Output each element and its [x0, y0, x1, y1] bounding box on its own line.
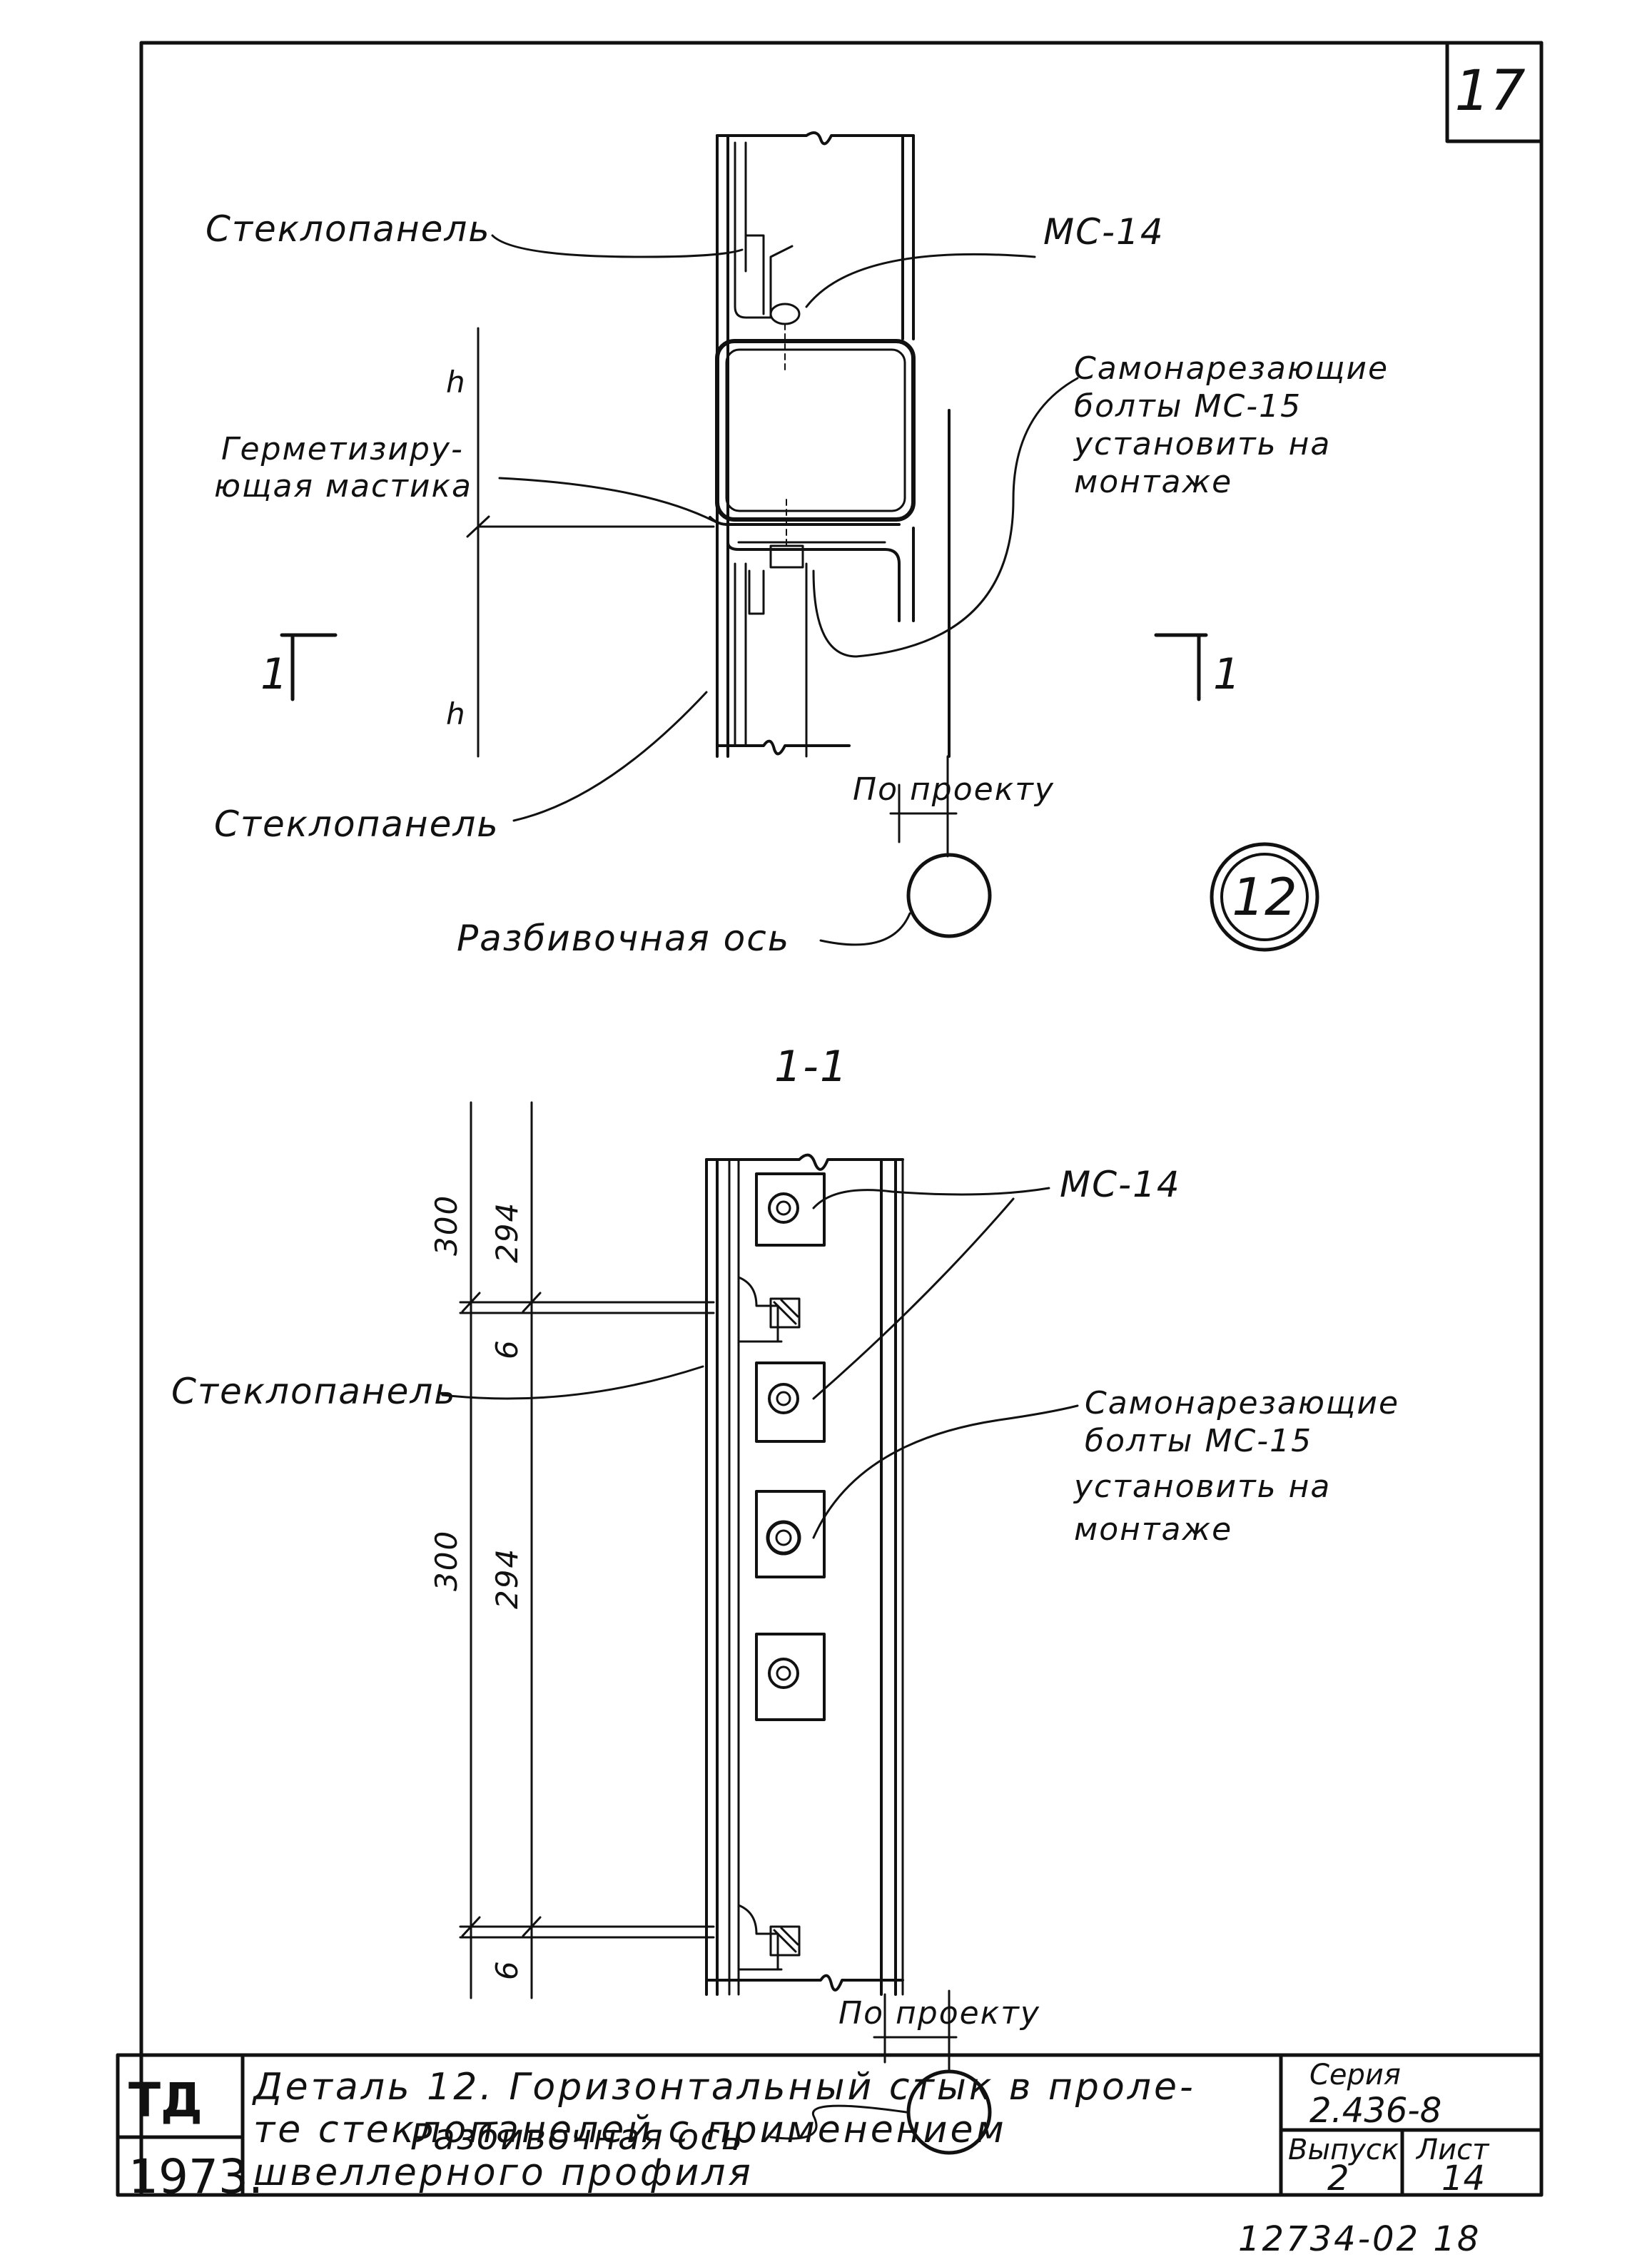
series-value: 2.436-8	[1309, 2091, 1442, 2131]
title-line-1: Деталь 12. Горизонтальный стык в проле-	[253, 2066, 1196, 2109]
org-stamp: ТД	[128, 2073, 203, 2128]
dim-h-top: h	[446, 365, 467, 400]
title-block-lines	[116, 2053, 1544, 2197]
dim-inner-6-top: 6	[490, 1339, 525, 1359]
section-title: 1-1	[774, 1042, 848, 1092]
dim-inner-294-bottom: 294	[490, 1547, 525, 1609]
label-bolts-section-4: монтаже	[1074, 1511, 1233, 1548]
dim-inner-6-bottom: 6	[490, 1959, 525, 1980]
year-stamp: 1973.	[128, 2149, 263, 2204]
series-label: Серия	[1309, 2059, 1401, 2091]
detail-callout: 12	[1232, 867, 1297, 927]
sheet-number-box	[1445, 41, 1544, 143]
dim-inner-294-top: 294	[490, 1201, 525, 1263]
document-number: 12734-02 18	[1238, 2219, 1481, 2259]
dim-h-bottom: h	[446, 696, 467, 731]
label-sealant-2: ющая мастика	[214, 468, 473, 504]
label-glass-panel-bottom: Стеклопанель	[214, 803, 500, 845]
dim-by-project-upper: По проекту	[853, 771, 1055, 808]
label-axis-upper: Разбивочная ось	[457, 918, 791, 959]
label-glass-panel-top: Стеклопанель	[206, 208, 491, 250]
title-line-2: те стеклопанелей с применением	[253, 2109, 1007, 2151]
section-1-1	[441, 1101, 1079, 2155]
issue-value: 2	[1327, 2159, 1349, 2198]
ms14-plate-top	[755, 1172, 826, 1247]
upper-detail	[280, 131, 1319, 952]
label-bolts-section-2: болты МС-15	[1085, 1423, 1313, 1459]
section-mark-right: 1	[1213, 649, 1242, 699]
ms15-plate	[755, 1490, 826, 1578]
label-bolts-upper-1: Самонарезающие	[1074, 350, 1389, 387]
label-bolts-upper-2: болты МС-15	[1074, 388, 1302, 425]
label-bolts-section-3: установить на	[1074, 1469, 1332, 1505]
label-bolts-section-1: Самонарезающие	[1085, 1385, 1400, 1421]
issue-label: Выпуск	[1288, 2134, 1399, 2166]
label-ms14-top: МС-14	[1043, 211, 1165, 253]
sheet-number: 17	[1454, 59, 1526, 123]
dim-outer-300-top: 300	[429, 1194, 464, 1256]
dim-by-project-section: По проекту	[838, 1995, 1040, 2032]
label-axis-section: Разбивочная ось	[410, 2116, 744, 2158]
title-line-3: швеллерного профиля	[253, 2151, 754, 2194]
label-bolts-upper-3: установить на	[1074, 426, 1332, 462]
section-mark-left: 1	[260, 649, 290, 699]
sheet-value: 14	[1441, 2159, 1486, 2198]
label-glass-panel-section: Стеклопанель	[171, 1371, 457, 1412]
sheet-label: Лист	[1417, 2134, 1489, 2166]
ms14-plate-bottom	[755, 1633, 826, 1721]
label-sealant-1: Герметизиру-	[221, 431, 464, 467]
dim-outer-300-bottom: 300	[429, 1529, 464, 1591]
label-bolts-upper-4: монтаже	[1074, 464, 1233, 500]
label-ms14-section: МС-14	[1060, 1164, 1181, 1205]
ms14-plate-mid	[755, 1361, 826, 1443]
